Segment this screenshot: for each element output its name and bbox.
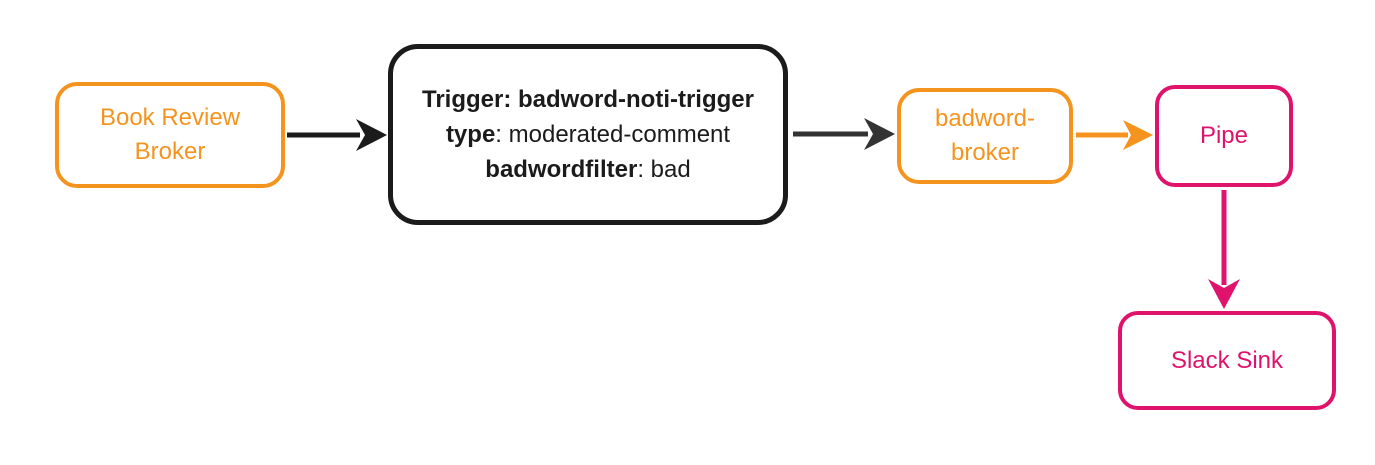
- arrow-broker-to-trigger: [287, 119, 387, 151]
- trigger-filter-bold: badwordfilter: [485, 156, 638, 183]
- node-pipe-label: Pipe: [1199, 122, 1249, 150]
- node-book-review-broker-label: Book Review Broker: [99, 104, 241, 165]
- trigger-name-bold: Trigger: badword-noti-trigger: [422, 86, 754, 113]
- node-slack-sink-label: Slack Sink: [1170, 346, 1284, 374]
- node-book-review-broker: Book Review Broker: [55, 82, 285, 188]
- trigger-line-filter: badwordfilter: bad: [485, 156, 691, 183]
- trigger-line-type: type: moderated-comment: [445, 121, 731, 148]
- trigger-type-bold: type: [445, 121, 496, 148]
- node-trigger: Trigger: badword-noti-trigger type: mode…: [388, 44, 788, 225]
- node-badword-broker: badword-broker: [897, 88, 1073, 184]
- node-slack-sink: Slack Sink: [1118, 311, 1336, 410]
- arrow-pipe-to-slack-sink: [1208, 190, 1240, 309]
- arrow-badword-broker-to-pipe: [1076, 120, 1153, 150]
- arrow-trigger-to-badword-broker: [793, 118, 895, 150]
- trigger-line-name: Trigger: badword-noti-trigger: [422, 82, 754, 117]
- node-badword-broker-label: badword-broker: [934, 105, 1036, 166]
- node-pipe: Pipe: [1155, 85, 1293, 187]
